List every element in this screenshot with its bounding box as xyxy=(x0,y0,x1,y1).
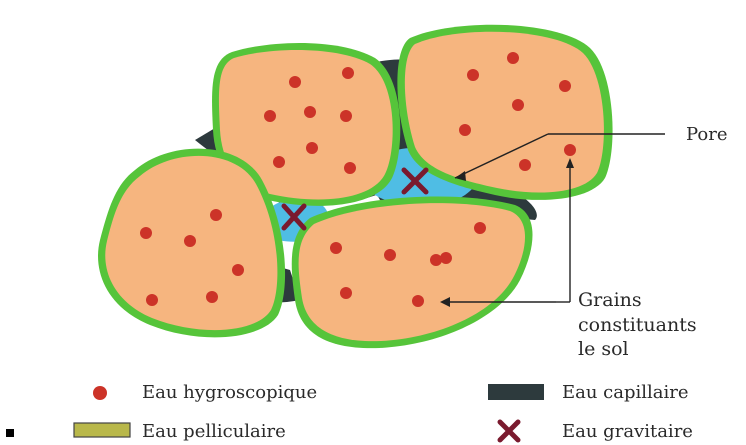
legend: Eau hygroscopique Eau capillaire Eau pel… xyxy=(74,382,693,442)
legend-gravitaire: Eau gravitaire xyxy=(562,421,693,442)
legend-pelliculaire: Eau pelliculaire xyxy=(142,421,286,442)
dark-bar-icon xyxy=(488,384,544,400)
grains-label-line1: Grains xyxy=(578,289,642,311)
legend-capillaire: Eau capillaire xyxy=(562,382,689,403)
soil-grain-bottom xyxy=(292,196,533,348)
bullet-mark xyxy=(6,429,14,437)
red-dot-icon xyxy=(93,386,107,400)
grains-label-line3: le sol xyxy=(578,338,629,360)
pore-label: Pore xyxy=(686,124,727,145)
olive-bar-icon xyxy=(74,423,130,437)
grains-label-line2: constituants xyxy=(578,314,697,336)
legend-hygroscopique: Eau hygroscopique xyxy=(142,382,317,403)
cross-icon xyxy=(500,422,518,440)
